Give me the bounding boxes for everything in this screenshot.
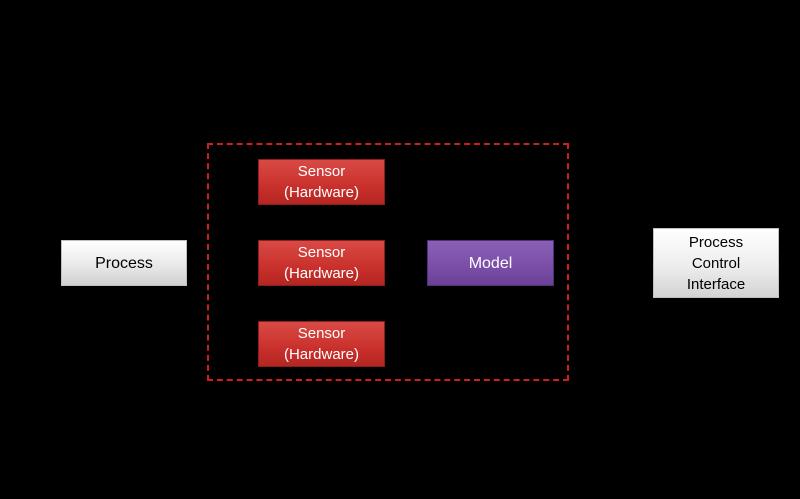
soft-sensor-boundary — [207, 143, 569, 381]
sensor-box-3: Sensor (Hardware) — [258, 321, 385, 367]
sensor-label: Sensor — [297, 163, 346, 180]
sensor-sublabel: (Hardware) — [283, 346, 359, 363]
process-box: Process — [61, 240, 187, 286]
process-control-interface-box: Process Control Interface — [653, 228, 779, 298]
sensor-sublabel: (Hardware) — [283, 265, 359, 282]
sensor-label: Sensor — [297, 244, 346, 261]
model-label: Model — [468, 254, 513, 272]
sensor-box-1: Sensor (Hardware) — [258, 159, 385, 205]
sensor-box-2: Sensor (Hardware) — [258, 240, 385, 286]
pci-label-line-3: Interface — [686, 275, 746, 293]
process-label: Process — [95, 254, 153, 272]
pci-label-line-2: Control — [691, 254, 741, 272]
model-box: Model — [427, 240, 554, 286]
pci-label-line-1: Process — [688, 233, 744, 251]
sensor-sublabel: (Hardware) — [283, 184, 359, 201]
sensor-label: Sensor — [297, 325, 346, 342]
